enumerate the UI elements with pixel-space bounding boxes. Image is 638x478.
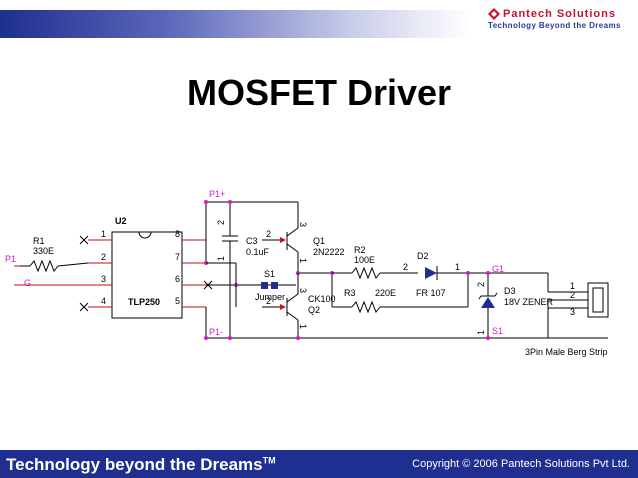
svg-text:1: 1 [455,262,460,272]
svg-text:2: 2 [403,262,408,272]
svg-text:3: 3 [101,274,106,284]
svg-text:2: 2 [216,220,226,225]
slide-title: MOSFET Driver [186,72,452,113]
q1-part: 2N2222 [313,247,345,257]
d3-part: 18V ZENER [504,297,554,307]
supply-rails: P1+ P1- [204,189,608,340]
svg-text:2: 2 [266,296,271,306]
q1-ref: Q1 [313,236,325,246]
net-g1: G1 [492,264,504,274]
svg-text:8: 8 [175,229,180,239]
mosfet-driver-schematic: U2 TLP250 1 2 3 4 8 7 6 5 P1 R1 330E G [5,189,609,357]
footer-bar: Technology beyond the DreamsTM Copyright… [0,450,638,478]
svg-text:7: 7 [175,252,180,262]
svg-text:3: 3 [298,222,308,227]
q2-pnp-transistor: 2 3 1 CK100 Q2 [262,273,336,340]
svg-text:1: 1 [298,258,308,263]
brand-mark-icon [488,8,500,20]
u2-ref: U2 [115,216,127,226]
output-connector: 1 2 3 3Pin Male Berg Strip [525,273,609,357]
header-gradient-bar [0,10,470,38]
r2-value: 100E [354,255,375,265]
svg-text:2: 2 [266,229,271,239]
q1-npn-transistor: 2 3 1 Q1 2N2222 [262,202,345,273]
svg-text:1: 1 [216,256,226,261]
svg-text:3: 3 [298,288,308,293]
net-p1plus: P1+ [209,189,225,199]
s1-ref: S1 [264,269,275,279]
r2-r3-resistors: R2 100E R3 220E [330,245,469,314]
net-p1: P1 [5,254,16,264]
connector-label: 3Pin Male Berg Strip [525,347,608,357]
q2-ref: Q2 [308,305,320,315]
svg-text:2: 2 [570,290,575,300]
svg-text:2: 2 [476,282,486,287]
svg-text:1: 1 [476,330,486,335]
d2-ref: D2 [417,251,429,261]
svg-text:5: 5 [175,296,180,306]
svg-text:3: 3 [570,307,575,317]
svg-text:1: 1 [101,229,106,239]
trademark-mark: TM [262,455,276,466]
net-p1minus: P1- [209,327,223,337]
svg-text:4: 4 [101,296,106,306]
svg-text:1: 1 [570,281,575,291]
d2-part: FR 107 [416,288,446,298]
svg-text:2: 2 [101,252,106,262]
s1-part: Jumper [255,292,285,302]
footer-copyright: Copyright © 2006 Pantech Solutions Pvt L… [412,458,630,470]
u2-optocoupler: U2 TLP250 1 2 3 4 8 7 6 5 [79,216,213,319]
s1-jumper: S1 Jumper [206,262,296,307]
brand-name: Pantech Solutions [503,8,616,20]
svg-text:1: 1 [298,324,308,329]
input-nets: P1 R1 330E G [5,236,89,288]
d2-diode: 2 1 D2 FR 107 [403,251,488,298]
svg-text:6: 6 [175,274,180,284]
brand-tagline: Technology Beyond the Dreams [488,21,621,30]
c3-ref: C3 [246,236,258,246]
brand-logo: Pantech Solutions Technology Beyond the … [488,8,630,30]
r1-resistor [29,259,59,273]
r2-ref: R2 [354,245,366,255]
d3-zener-diode: G1 2 1 D3 18V ZENER S1 [476,264,554,340]
r1-ref: R1 [33,236,45,246]
q2-part: CK100 [308,294,336,304]
net-s1: S1 [492,326,503,336]
net-g: G [24,278,31,288]
u2-part: TLP250 [128,297,160,307]
c3-capacitor: 2 1 C3 0.1uF [216,200,270,340]
d3-ref: D3 [504,286,516,296]
c3-value: 0.1uF [246,247,270,257]
r3-value: 220E [375,288,396,298]
r1-value: 330E [33,246,54,256]
footer-tagline: Technology beyond the DreamsTM [6,455,276,474]
r3-ref: R3 [344,288,356,298]
